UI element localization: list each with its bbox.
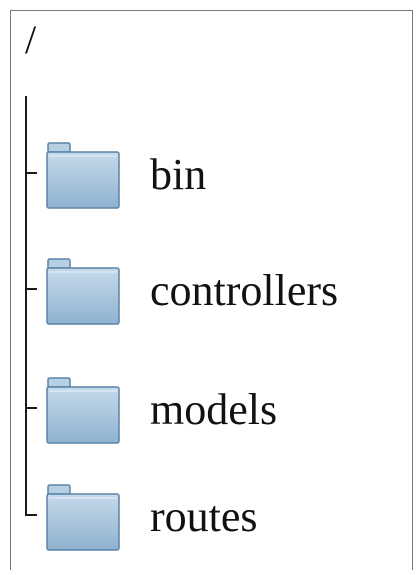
tree-branch-line xyxy=(25,288,37,290)
tree-item-controllers[interactable]: controllers xyxy=(25,252,405,332)
tree-item-label: models xyxy=(150,385,278,434)
tree-branch-line xyxy=(25,514,37,516)
tree-trunk-line xyxy=(25,96,27,514)
folder-icon xyxy=(46,377,122,445)
tree-item-models[interactable]: models xyxy=(25,371,405,451)
tree-item-routes[interactable]: routes xyxy=(25,478,405,558)
folder-icon xyxy=(46,142,122,210)
tree-item-label: bin xyxy=(150,150,207,199)
folder-icon xyxy=(46,484,122,552)
tree-branch-line xyxy=(25,172,37,174)
tree-item-label: controllers xyxy=(150,266,339,315)
root-label: / xyxy=(25,17,37,62)
tree-item-label: routes xyxy=(150,492,258,541)
tree-item-bin[interactable]: bin xyxy=(25,136,405,216)
folder-icon xyxy=(46,258,122,326)
tree-branch-line xyxy=(25,407,37,409)
